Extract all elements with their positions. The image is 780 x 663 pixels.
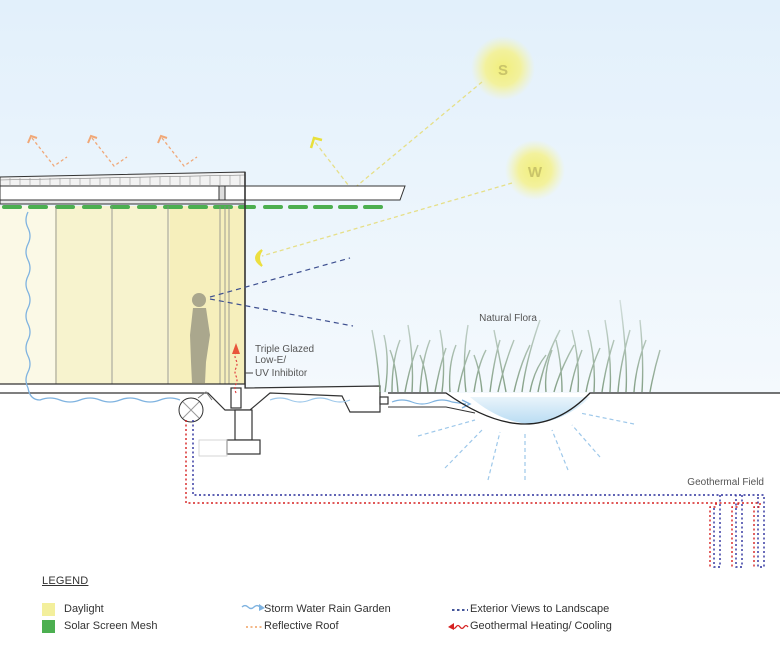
sun-ray-south-incoming <box>351 81 483 191</box>
legend-label: Reflective Roof <box>264 620 339 632</box>
legend-item-reflective-roof: Reflective Roof <box>240 619 339 633</box>
legend-label: Geothermal Heating/ Cooling <box>470 620 612 632</box>
roof-ribs <box>9 175 241 186</box>
sun-icon <box>505 140 565 200</box>
legend-label: Solar Screen Mesh <box>64 620 158 632</box>
legend-label: Storm Water Rain Garden <box>264 603 391 615</box>
sun-ray-west <box>261 182 513 257</box>
foundation <box>0 383 389 455</box>
exterior-view-lines <box>209 257 354 327</box>
footing-outline <box>198 439 228 457</box>
glazing-label-line3: UV Inhibitor <box>255 368 308 379</box>
heat-exchanger-icon <box>178 391 213 423</box>
glazing-label-line1: Triple Glazed <box>255 344 314 355</box>
wavy-arrow-icon <box>446 620 469 632</box>
glazing-mullions <box>55 206 230 384</box>
person-silhouette-icon <box>190 293 210 383</box>
legend-item-storm-water: Storm Water Rain Garden <box>240 602 391 616</box>
glazing-label-line2: Low-E/ <box>255 355 286 366</box>
sun-ray-south-reflected <box>314 141 353 191</box>
natural-flora-label: Natural Flora <box>479 313 537 324</box>
outlet-pipe <box>388 406 476 414</box>
geothermal-field-label: Geothermal Field <box>687 477 764 488</box>
natural-flora <box>371 299 661 393</box>
sun-label-s: S <box>498 62 508 79</box>
legend-item-geothermal: Geothermal Heating/ Cooling <box>446 619 612 633</box>
glazing-callout: Triple Glazed Low-E/ UV Inhibitor <box>245 344 314 379</box>
geothermal-supply-line <box>192 420 765 568</box>
geothermal-arrowhead-icon <box>232 343 240 354</box>
legend-label: Exterior Views to Landscape <box>470 603 610 615</box>
storm-water-flow-outlet <box>391 399 467 405</box>
yellow-swatch-icon <box>42 602 55 616</box>
storm-water-flow <box>25 211 181 403</box>
solar-screen-mesh <box>2 205 383 209</box>
storm-water-arrowhead-icon <box>461 399 472 409</box>
sun-rays <box>261 81 513 257</box>
storm-water-flow-under-slab <box>269 397 351 403</box>
legend: LEGEND Daylight Solar Screen Mesh Storm … <box>0 560 780 663</box>
sun-label-w: W <box>528 164 543 181</box>
daylight-crescent-icon <box>255 249 263 267</box>
green-swatch-icon <box>42 619 55 633</box>
legend-label: Daylight <box>64 603 104 615</box>
sun-icon <box>471 36 535 100</box>
geothermal-return-line <box>185 420 761 567</box>
rain-garden-pond <box>446 397 590 424</box>
legend-item-daylight: Daylight <box>42 602 104 616</box>
dotted-line-icon <box>446 603 468 615</box>
reflective-roof-arrows <box>31 137 198 167</box>
wavy-arrow-icon <box>240 603 265 615</box>
sun-south: S <box>471 36 535 100</box>
legend-title: LEGEND <box>42 575 89 587</box>
ground <box>0 393 780 663</box>
legend-item-exterior-views: Exterior Views to Landscape <box>446 602 609 616</box>
geothermal-rising-line <box>234 351 238 394</box>
roof-structure <box>0 171 406 205</box>
sun-west: W <box>505 140 565 200</box>
reflective-roof-arrowheads-icon <box>27 134 168 144</box>
infiltration-lines <box>417 412 635 481</box>
legend-item-solar-screen: Solar Screen Mesh <box>42 619 158 633</box>
ground-line <box>388 392 780 425</box>
reflected-ray-arrowhead-icon <box>309 136 323 149</box>
dotted-line-icon <box>240 620 262 632</box>
